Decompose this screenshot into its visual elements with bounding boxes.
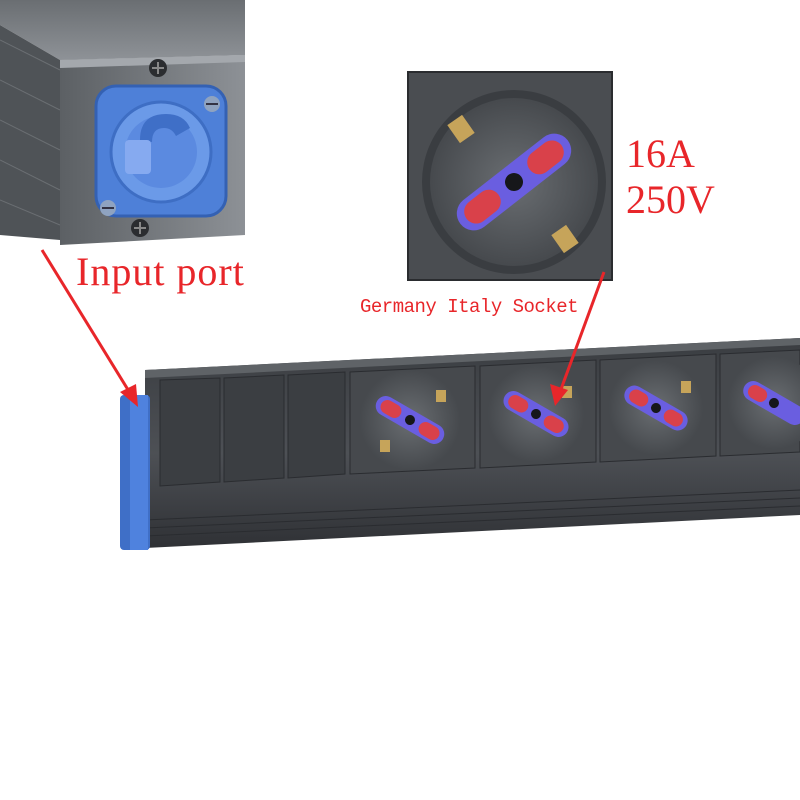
input-box-closeup bbox=[0, 0, 245, 245]
socket-type-label: Germany Italy Socket bbox=[360, 296, 579, 318]
input-port-label: Input port bbox=[76, 249, 245, 294]
socket-closeup bbox=[407, 71, 613, 281]
socket-module bbox=[599, 353, 717, 463]
socket-module bbox=[719, 349, 800, 457]
socket-module bbox=[479, 359, 597, 469]
voltage-rating-label: 250V bbox=[626, 177, 715, 222]
blank-module bbox=[223, 374, 285, 483]
powercon-connector bbox=[94, 84, 228, 218]
blank-module bbox=[287, 371, 346, 479]
screw-icon bbox=[149, 59, 167, 77]
current-rating-label: 16A bbox=[626, 131, 695, 176]
arrow-icon bbox=[40, 249, 138, 407]
power-strip bbox=[120, 338, 800, 550]
blank-module bbox=[159, 377, 221, 487]
arrow-icon bbox=[550, 271, 606, 406]
socket-module bbox=[349, 365, 476, 475]
screw-icon bbox=[131, 219, 149, 237]
